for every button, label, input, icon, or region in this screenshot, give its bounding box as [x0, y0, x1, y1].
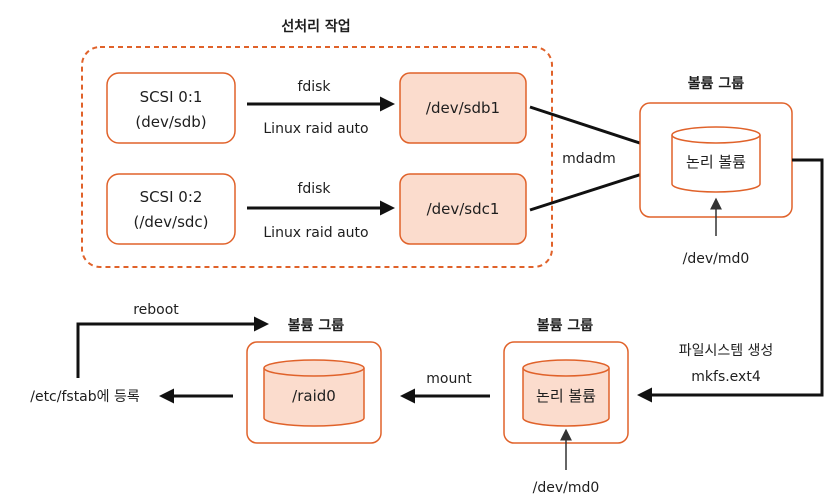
- mkfs-arrow: [637, 158, 824, 403]
- vg-mid-device: /dev/md0: [533, 480, 600, 496]
- vg-mid-cylinder: [522, 359, 610, 427]
- disk-sdc-box: [106, 173, 236, 245]
- reboot-arrow: [76, 316, 269, 378]
- vg-top-cylinder: [671, 126, 761, 193]
- partition-sdb1-box: [399, 72, 527, 144]
- mdadm-label: mdadm: [562, 151, 616, 167]
- vg-top-device: /dev/md0: [683, 251, 750, 267]
- vg-mid-cylinder-label: 논리 볼륨: [536, 387, 596, 405]
- reboot-label: reboot: [133, 302, 179, 318]
- disk-sdb-line2: (dev/sdb): [135, 113, 206, 131]
- vg-top-title: 볼륨 그룹: [688, 76, 745, 92]
- fdisk-label-1: fdisk: [297, 79, 331, 95]
- fdisk-type-2: Linux raid auto: [263, 225, 368, 241]
- disk-sdb-line1: SCSI 0:1: [140, 88, 203, 106]
- disk-sdb-box: [106, 72, 236, 144]
- vg-left-cylinder-label: /raid0: [292, 387, 336, 405]
- fstab-label: /etc/fstab에 등록: [30, 389, 140, 405]
- fs-create-label: 파일시스템 생성: [679, 343, 774, 359]
- partition-sdc1-box: [399, 173, 527, 245]
- mount-label: mount: [426, 371, 472, 387]
- vg-left-cylinder: [263, 359, 365, 427]
- disk-sdc-line1: SCSI 0:2: [140, 188, 203, 206]
- partition-sdc1-label: /dev/sdc1: [427, 200, 500, 218]
- prep-group-border: [81, 46, 553, 268]
- vg-top-cylinder-label: 논리 볼륨: [686, 153, 746, 171]
- partition-sdb1-label: /dev/sdb1: [426, 99, 500, 117]
- disk-sdc-line2: (/dev/sdc): [133, 213, 208, 231]
- fdisk-type-1: Linux raid auto: [263, 121, 368, 137]
- vg-mid-title: 볼륨 그룹: [537, 318, 594, 334]
- prep-title: 선처리 작업: [281, 18, 350, 35]
- fs-mkfs-label: mkfs.ext4: [691, 369, 761, 385]
- vg-left-title: 볼륨 그룹: [288, 318, 345, 334]
- fdisk-label-2: fdisk: [297, 181, 331, 197]
